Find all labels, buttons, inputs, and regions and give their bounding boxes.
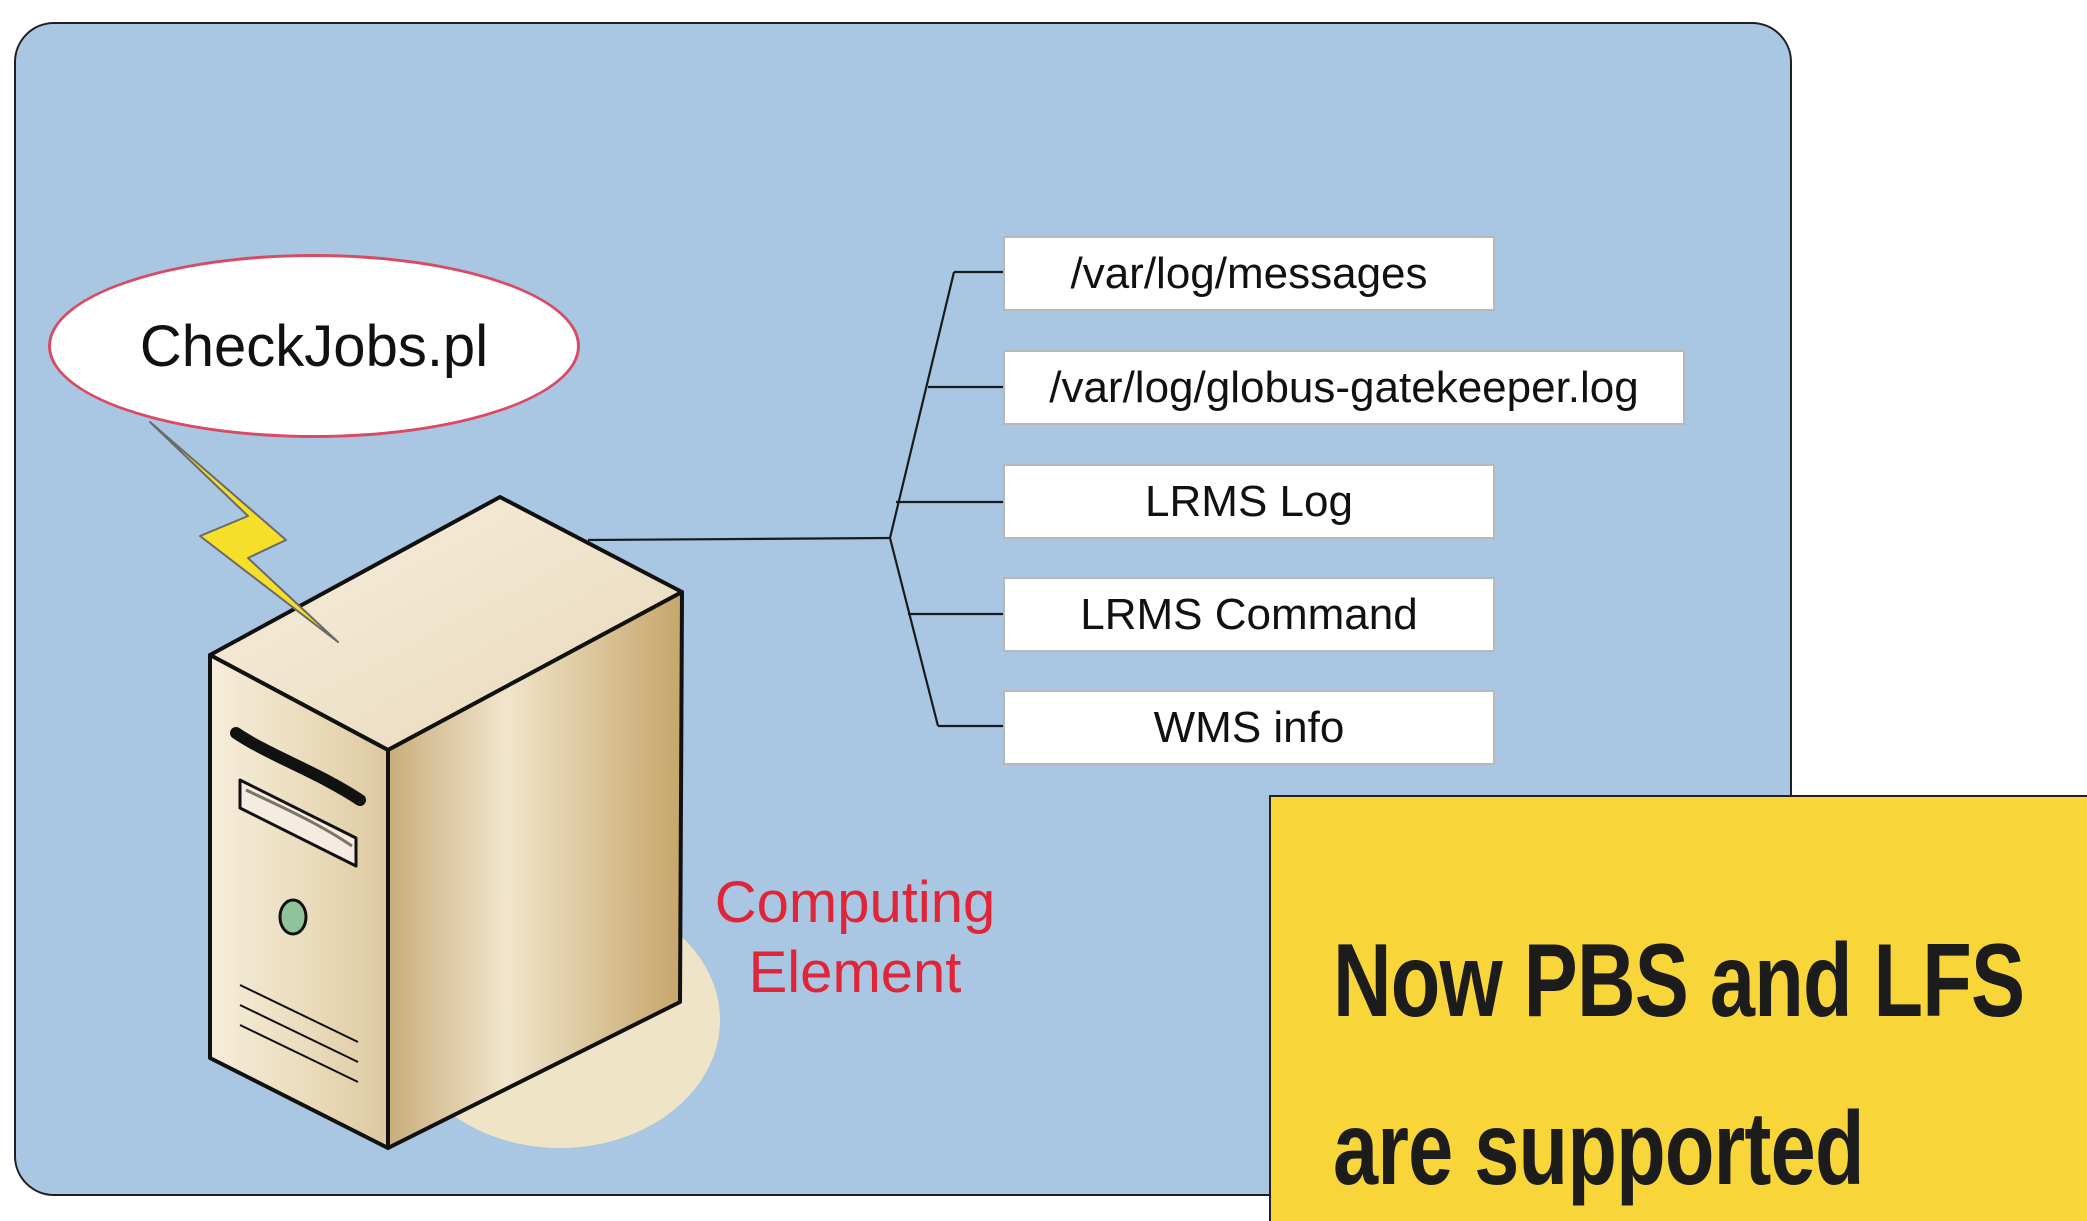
log-source-messages: /var/log/messages — [1003, 236, 1495, 311]
log-source-gatekeeper: /var/log/globus-gatekeeper.log — [1003, 350, 1685, 425]
computing-element-label-line2: Element — [748, 940, 962, 1005]
computing-element-label-line1: Computing — [714, 870, 996, 935]
log-source-label: LRMS Command — [1080, 589, 1418, 639]
log-source-lrms-command: LRMS Command — [1003, 577, 1495, 652]
log-source-wms-info: WMS info — [1003, 690, 1495, 765]
log-source-label: LRMS Log — [1145, 476, 1353, 526]
log-source-lrms-log: LRMS Log — [1003, 464, 1495, 539]
server-tower-icon — [208, 495, 684, 1150]
script-callout-bubble: CheckJobs.pl — [48, 254, 580, 438]
support-banner: Now PBS and LFS are supported — [1269, 795, 2087, 1221]
computing-element-label: Computing Element — [690, 868, 1020, 1008]
script-name: CheckJobs.pl — [139, 313, 489, 379]
support-banner-line1: Now PBS and LFS — [1333, 923, 2025, 1039]
support-banner-line2: are supported — [1333, 1091, 1865, 1207]
log-source-label: WMS info — [1153, 702, 1345, 752]
lightning-bolt-icon — [149, 421, 339, 643]
log-source-label: /var/log/messages — [1070, 248, 1428, 298]
log-source-label: /var/log/globus-gatekeeper.log — [1049, 362, 1639, 412]
connector-lines — [587, 270, 1003, 728]
support-banner-text: Now PBS and LFS are supported — [1333, 897, 2025, 1221]
